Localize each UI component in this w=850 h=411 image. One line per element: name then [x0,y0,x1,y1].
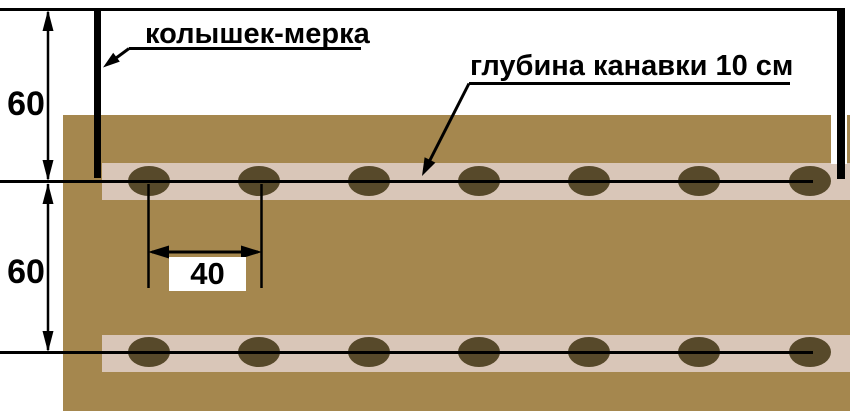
arrow-up-icon [42,183,54,204]
seed [238,166,280,196]
arrowhead-icon [103,52,120,68]
seed-spacing-box: 40 [169,256,246,291]
arrow-up-icon [42,10,54,31]
row-spacing-bottom-value: 60 [7,253,45,291]
stake-label-leader [103,47,361,68]
seed [789,166,831,196]
seed [678,337,720,367]
arrow-down-icon [42,331,54,352]
right-stake-clearance [831,0,847,164]
seed [678,166,720,196]
row-spacing-top-value: 60 [7,85,45,123]
seed [458,337,500,367]
seed [348,166,390,196]
arrow-down-icon [42,160,54,181]
seed [128,337,170,367]
stake-label: колышек-мерка [145,18,370,50]
seed [568,337,610,367]
seed-spacing-value: 40 [190,256,225,291]
seed [348,337,390,367]
seed [238,337,280,367]
seed [458,166,500,196]
seed [128,166,170,196]
seed [568,166,610,196]
seed [789,337,831,367]
groove-depth-label: глубина канавки 10 см [470,50,794,82]
